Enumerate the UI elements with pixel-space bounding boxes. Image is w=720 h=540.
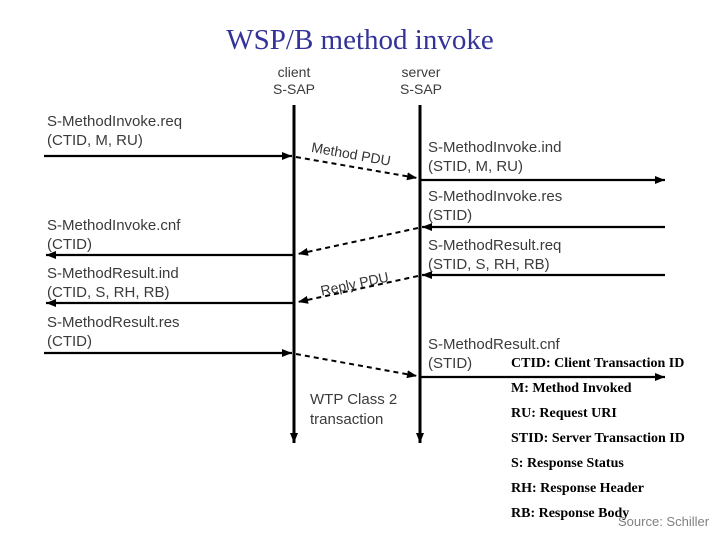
client-sap-label: S-SAP [272, 81, 315, 97]
primitive-name: S-MethodInvoke.ind [428, 139, 562, 156]
dashed-arrow-result-confirm [295, 353, 418, 379]
dashed-arrow-method-pdu [295, 156, 418, 181]
wtp-class2-note: WTP Class 2 transaction [310, 390, 397, 430]
dashed-arrow-invoke-confirm [297, 227, 419, 256]
client-sap-header: client S-SAP [249, 64, 339, 98]
primitive-name: S-MethodResult.ind [47, 265, 179, 282]
primitive-params: (CTID) [47, 236, 92, 253]
primitive-params: (CTID, S, RH, RB) [47, 284, 170, 301]
label-s-methodinvoke-req: S-MethodInvoke.req (CTID, M, RU) [47, 112, 182, 150]
primitive-name: S-MethodResult.req [428, 237, 562, 254]
abbreviation-legend: CTID: Client Transaction ID M: Method In… [511, 357, 685, 532]
primitive-params: (STID, M, RU) [428, 158, 523, 175]
legend-item-ru: RU: Request URI [511, 406, 617, 421]
primitive-params: (STID) [428, 355, 473, 372]
primitive-name: S-MethodInvoke.res [428, 188, 563, 205]
server-sap-header: server S-SAP [376, 64, 466, 98]
source-credit: Source: Schiller [618, 514, 710, 529]
label-s-methodinvoke-cnf: S-MethodInvoke.cnf (CTID) [47, 216, 180, 254]
dashed-arrow-reply-pdu [297, 275, 419, 304]
legend-item-stid: STID: Server Transaction ID [511, 431, 685, 446]
label-s-methodresult-cnf: S-MethodResult.cnf (STID) [428, 335, 560, 373]
primitive-name: S-MethodInvoke.cnf [47, 217, 181, 234]
primitive-params: (CTID, M, RU) [47, 132, 143, 149]
primitive-params: (STID) [428, 207, 473, 224]
legend-item-m: M: Method Invoked [511, 381, 632, 396]
label-s-methodresult-req: S-MethodResult.req (STID, S, RH, RB) [428, 236, 561, 274]
wtp-note-line1: WTP Class 2 [310, 391, 398, 408]
primitive-params: (STID, S, RH, RB) [428, 256, 550, 273]
slide-title: WSP/B method invoke [226, 24, 494, 56]
legend-item-rh: RH: Response Header [511, 481, 644, 496]
primitive-name: S-MethodInvoke.req [47, 113, 183, 130]
legend-item-rb: RB: Response Body [511, 506, 630, 521]
primitive-name: S-MethodResult.res [47, 314, 180, 331]
label-s-methodresult-ind: S-MethodResult.ind (CTID, S, RH, RB) [47, 264, 179, 302]
wtp-note-line2: transaction [310, 411, 384, 428]
client-role-label: client [277, 64, 311, 80]
label-s-methodresult-res: S-MethodResult.res (CTID) [47, 313, 180, 351]
legend-item-s: S: Response Status [511, 456, 624, 471]
label-s-methodinvoke-res: S-MethodInvoke.res (STID) [428, 187, 562, 225]
label-s-methodinvoke-ind: S-MethodInvoke.ind (STID, M, RU) [428, 138, 561, 176]
legend-item-ctid: CTID: Client Transaction ID [511, 356, 685, 371]
server-role-label: server [401, 64, 441, 80]
primitive-params: (CTID) [47, 333, 92, 350]
server-sap-label: S-SAP [399, 81, 442, 97]
primitive-name: S-MethodResult.cnf [428, 336, 560, 353]
